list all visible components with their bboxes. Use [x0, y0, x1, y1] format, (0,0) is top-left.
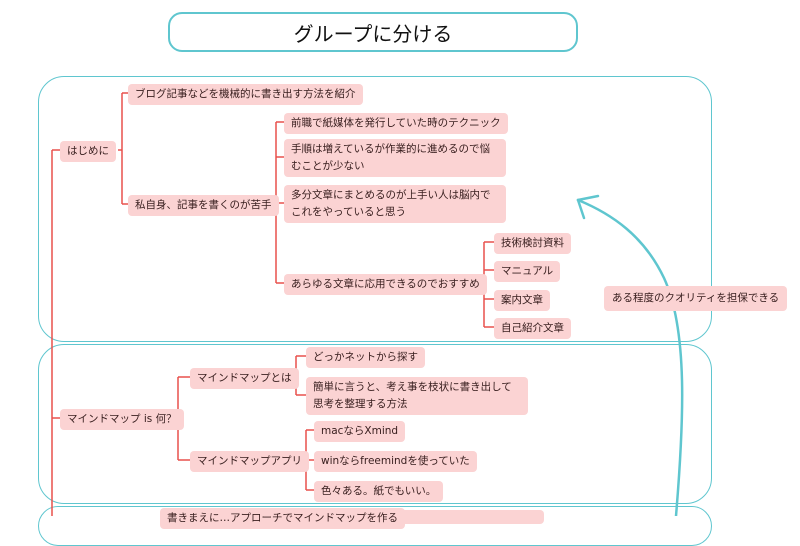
node-dokka[interactable]: どっかネットから探す [306, 347, 425, 368]
node-iroiro[interactable]: 色々ある。紙でもいい。 [314, 481, 444, 502]
group-frame-mindmap [38, 344, 712, 504]
node-kantan[interactable]: 簡単に言うと、考え事を枝状に書き出して思考を整理する方法 [306, 377, 528, 415]
node-blog[interactable]: ブログ記事などを機械的に書き出す方法を紹介 [128, 84, 363, 105]
node-gijutsu[interactable]: 技術検討資料 [494, 233, 571, 254]
node-watashi[interactable]: 私自身、記事を書くのが苦手 [128, 195, 279, 216]
node-kakumaeni[interactable]: 書きまえに…アプローチでマインドマップを作る [160, 508, 405, 529]
node-mindmap-app[interactable]: マインドマップアプリ [190, 451, 309, 472]
node-win[interactable]: winならfreemindを使っていた [314, 451, 477, 472]
node-tabun[interactable]: 多分文章にまとめるのが上手い人は脳内でこれをやっていると思う [284, 185, 506, 223]
node-zenshoku[interactable]: 前職で紙媒体を発行していた時のテクニック [284, 113, 508, 134]
node-mindmap[interactable]: マインドマップ is 何？ [60, 409, 184, 430]
page-title: グループに分ける [168, 12, 578, 52]
node-hajimeni[interactable]: はじめに [60, 141, 116, 162]
node-manual[interactable]: マニュアル [494, 261, 561, 282]
node-tejun[interactable]: 手順は増えているが作業的に進めるので悩むことが少ない [284, 139, 506, 177]
curved-arrow-icon [576, 194, 684, 516]
callout-quality[interactable]: ある程度のクオリティを担保できる [604, 286, 788, 311]
node-jiko[interactable]: 自己紹介文章 [494, 318, 571, 339]
node-annai[interactable]: 案内文章 [494, 290, 550, 311]
node-partial-right[interactable] [398, 510, 544, 524]
node-mindmap-towa[interactable]: マインドマップとは [190, 368, 299, 389]
node-arayuru[interactable]: あらゆる文章に応用できるのでおすすめ [284, 274, 487, 295]
node-mac[interactable]: macならXmind [314, 421, 406, 442]
group-frame-intro [38, 76, 712, 342]
